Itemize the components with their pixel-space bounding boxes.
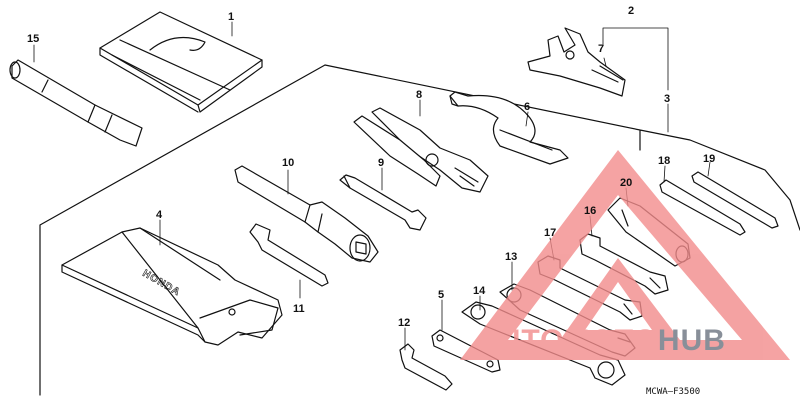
callout-16: 16 [584,205,596,217]
watermark-hub: HUB [658,324,726,357]
callout-6: 6 [524,101,530,113]
svg-text:AUTOMOTOHUB: AUTOMOTOHUB [476,324,726,357]
tool-pouch [99,11,263,113]
kit-outline [39,64,800,396]
callout-2: 2 [628,5,634,17]
callout-labels: 1 2 3 4 5 6 7 8 9 10 11 12 13 14 15 16 1… [27,5,715,329]
hex-key-large [249,223,329,287]
callout-3: 3 [664,93,670,105]
open-end-wrench-2 [579,233,669,295]
tool-bag [61,227,283,346]
callout-20: 20 [620,177,632,189]
callout-12: 12 [398,317,410,329]
callout-1: 1 [228,11,234,23]
callout-15: 15 [27,33,39,45]
callout-8: 8 [416,89,422,101]
pin-spanner [449,91,569,165]
watermark-inner-triangle-icon [560,258,680,340]
callout-14: 14 [473,285,486,297]
pliers [353,107,489,193]
watermark-triangle-icon [460,150,790,360]
diagram-code: MCWA–F3500 [646,387,700,397]
flat-tool [431,329,501,373]
hex-key-small [399,343,453,391]
socket-wrench [234,165,379,263]
callout-18: 18 [658,155,670,167]
callout-19: 19 [703,153,715,165]
rod-19 [691,171,779,229]
callout-11: 11 [293,303,305,315]
callout-7: 7 [598,43,604,55]
callout-5: 5 [438,289,444,301]
handle-bar [9,59,143,147]
callout-17: 17 [544,227,556,239]
callout-13: 13 [505,251,517,263]
hook-wrench [527,27,626,97]
callout-4: 4 [156,209,163,221]
watermark-auto: AUTO [476,324,564,357]
callout-10: 10 [282,157,294,169]
watermark-moto: MOTO [564,324,657,357]
watermark: AUTOMOTOHUB [460,150,790,360]
callout-9: 9 [378,157,384,169]
rod-18 [659,179,746,236]
screwdriver [339,174,427,231]
